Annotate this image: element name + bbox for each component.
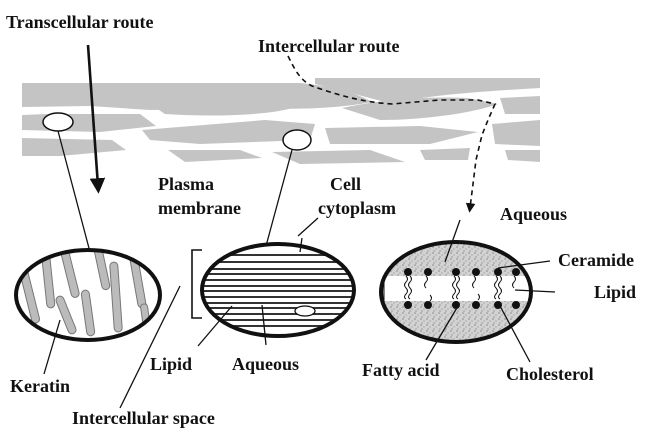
- connector-line: [266, 150, 292, 246]
- corneocyte: [420, 148, 470, 160]
- corneocyte: [505, 150, 540, 162]
- transcellular-zoom-origin: [43, 113, 73, 131]
- keratin-inset: [16, 246, 160, 340]
- keratin-label: Keratin: [10, 376, 70, 396]
- transcellular-route-label: Transcellular route: [6, 12, 154, 32]
- intercellular-space-label: Intercellular space: [72, 408, 215, 428]
- cholesterol-label: Cholesterol: [506, 364, 594, 384]
- corneocyte: [325, 126, 478, 144]
- corneocyte: [492, 120, 540, 146]
- lipid-mid-label: Lipid: [150, 354, 192, 374]
- keratin-fiber: [55, 295, 77, 335]
- connector-line: [120, 286, 180, 408]
- intercellular-zoom-origin: [283, 130, 311, 150]
- aqueous-top-label: Aqueous: [500, 204, 567, 224]
- intercellular-space-inset: [196, 244, 360, 336]
- keratin-fiber: [110, 262, 123, 332]
- plasma-label: Plasma: [158, 174, 214, 194]
- intercellular-space-bracket: [192, 250, 202, 318]
- keratin-fiber: [60, 248, 80, 298]
- fatty-acid-label: Fatty acid: [362, 360, 439, 380]
- cytoplasm-label: cytoplasm: [318, 198, 396, 218]
- cell-label: Cell: [330, 174, 361, 194]
- intercellular-route-label: Intercellular route: [258, 36, 399, 56]
- keratin-fiber: [81, 290, 95, 337]
- lipid-inset: [381, 242, 531, 342]
- stratum-corneum: [22, 78, 540, 164]
- corneocyte: [22, 114, 156, 132]
- corneocyte: [22, 138, 126, 156]
- lipid-right-label: Lipid: [594, 282, 636, 302]
- membrane-label: membrane: [158, 198, 241, 218]
- ceramide-label: Ceramide: [558, 250, 634, 270]
- corneocyte: [500, 96, 540, 114]
- corneocyte: [168, 150, 262, 162]
- aqueous-mid-label: Aqueous: [232, 354, 299, 374]
